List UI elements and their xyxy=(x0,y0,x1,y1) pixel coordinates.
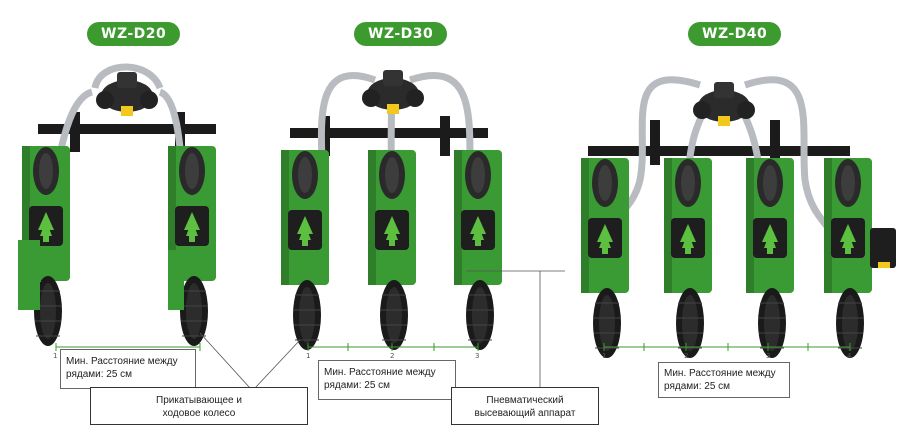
row-spacing-note-line1: Мин. Расстояние между xyxy=(66,356,178,367)
callout-press-wheel: Прикатывающее и ходовое колесо xyxy=(90,387,308,425)
ruler-wz-d20 xyxy=(55,343,201,351)
wz-d20-machine xyxy=(18,63,217,347)
wz-d30-machine xyxy=(280,70,503,351)
callout-press-wheel-line2: ходовое колесо xyxy=(162,408,236,419)
row-spacing-note-line2: рядами: 25 см xyxy=(664,381,731,392)
ruler-wz-d30 xyxy=(307,343,479,351)
leader-lines xyxy=(199,270,565,389)
ruler-number: 4 xyxy=(847,352,852,360)
ruler-number: 3 xyxy=(475,352,480,360)
row-spacing-note-line2: рядами: 25 см xyxy=(324,380,391,391)
wz-d40-machine xyxy=(580,76,896,359)
model-badge-wz-d40: WZ-D40 xyxy=(688,22,782,46)
ruler-wz-d40 xyxy=(603,343,851,351)
row-spacing-note-wz-d40: Мин. Расстояние между рядами: 25 см xyxy=(658,362,790,398)
ruler-number: 2 xyxy=(390,352,395,360)
callout-pneumatic-seeder-line1: Пневматический xyxy=(486,395,564,406)
row-spacing-note-wz-d20: Мин. Расстояние между рядами: 25 см xyxy=(60,349,196,389)
ruler-number: 1 xyxy=(602,352,607,360)
model-badge-wz-d20: WZ-D20 xyxy=(87,22,181,46)
row-spacing-note-line1: Мин. Расстояние между xyxy=(324,367,436,378)
callout-press-wheel-line1: Прикатывающее и xyxy=(156,395,242,406)
row-spacing-note-line1: Мин. Расстояние между xyxy=(664,368,776,379)
callout-pneumatic-seeder-line2: высевающий аппарат xyxy=(474,408,576,419)
callout-pneumatic-seeder: Пневматический высевающий аппарат xyxy=(451,387,599,425)
ruler-number: 3 xyxy=(766,352,771,360)
model-badge-wz-d30: WZ-D30 xyxy=(354,22,448,46)
row-spacing-note-wz-d30: Мин. Расстояние между рядами: 25 см xyxy=(318,360,456,400)
ruler-number: 2 xyxy=(684,352,689,360)
row-spacing-note-line2: рядами: 25 см xyxy=(66,369,133,380)
ruler-number: 1 xyxy=(53,352,58,360)
ruler-number: 1 xyxy=(306,352,311,360)
